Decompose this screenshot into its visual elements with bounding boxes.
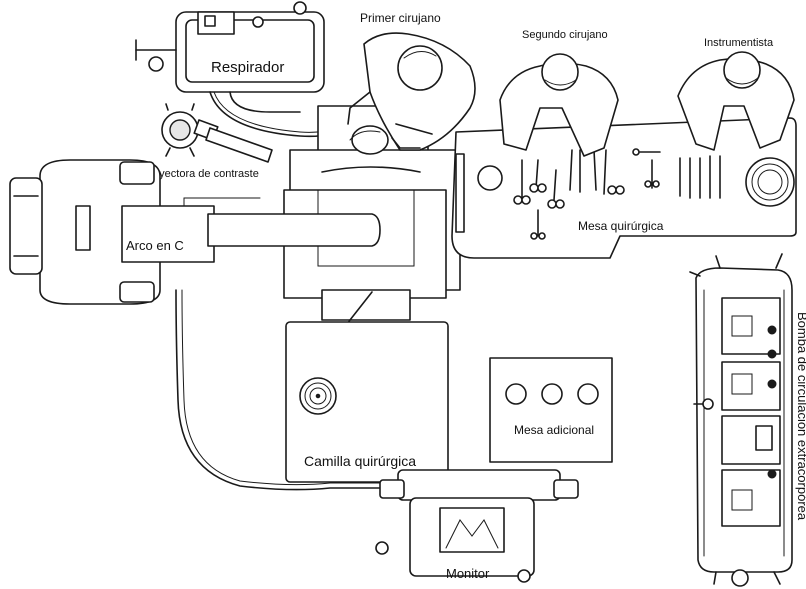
monitor-label: Monitor bbox=[446, 566, 490, 581]
camilla-quirurgica bbox=[285, 321, 449, 483]
segundo-cirujano-figure bbox=[499, 53, 619, 157]
monitor-machine bbox=[375, 469, 579, 583]
instrumentista-figure bbox=[677, 51, 795, 151]
bomba-circulacion-extracorporea bbox=[689, 253, 793, 587]
respirador-machine bbox=[135, 1, 325, 113]
primer-cirujano-label: Primer cirujano bbox=[360, 11, 441, 25]
mesa-adicional bbox=[489, 357, 613, 463]
mesa-quirurgica bbox=[451, 117, 797, 259]
arco-en-c bbox=[9, 159, 381, 305]
arco-monitor-cable-inner bbox=[181, 289, 399, 486]
mesa-quirurgica-label: Mesa quirúrgica bbox=[578, 219, 664, 233]
arco-label: Arco en C bbox=[126, 238, 184, 253]
segundo-cirujano-label: Segundo cirujano bbox=[522, 29, 608, 41]
inyectora-label: Inyectora de contraste bbox=[150, 168, 259, 180]
mesa-adicional-label: Mesa adicional bbox=[514, 423, 594, 437]
bomba-label: Bomba de circulación extracorpórea bbox=[795, 312, 806, 521]
primer-cirujano-figure bbox=[347, 32, 476, 151]
arco-monitor-cable bbox=[175, 289, 399, 491]
camilla-label: Camilla quirúrgica bbox=[304, 453, 416, 469]
instrumentista-label: Instrumentista bbox=[704, 37, 774, 49]
respirador-label: Respirador bbox=[211, 59, 284, 76]
inyectora-machine bbox=[161, 103, 273, 163]
